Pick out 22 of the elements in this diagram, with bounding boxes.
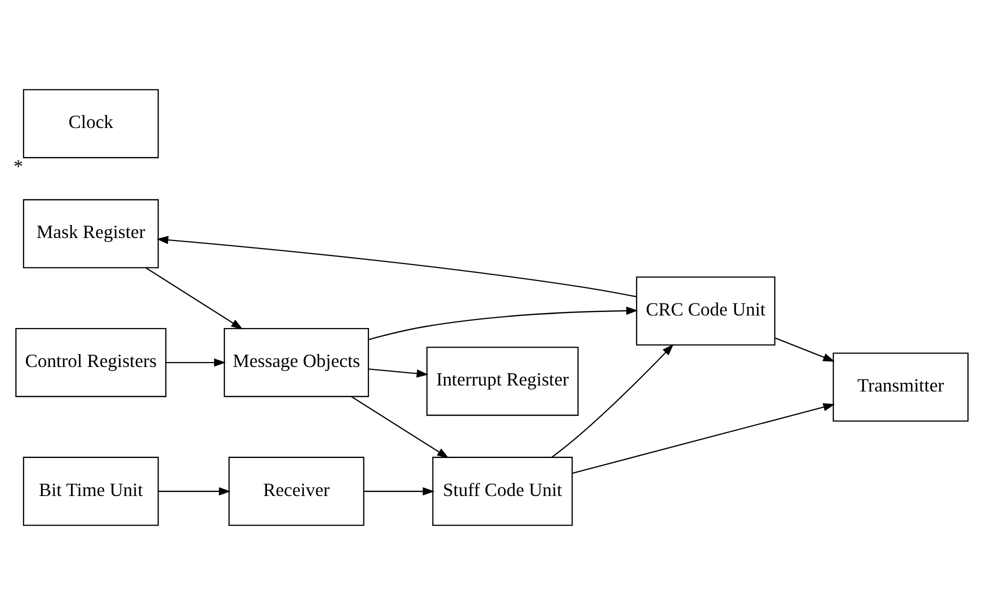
node-box: Bit Time Unit bbox=[22, 456, 159, 526]
node-box: Control Registers bbox=[15, 328, 166, 397]
node-box: Message Objects bbox=[224, 328, 369, 397]
node-box: Mask Register bbox=[22, 198, 159, 268]
arrow bbox=[364, 486, 434, 495]
arrow bbox=[156, 235, 637, 297]
arrow bbox=[146, 266, 243, 329]
arrow bbox=[351, 396, 449, 458]
node-box: Interrupt Register bbox=[426, 346, 579, 416]
arrow bbox=[572, 402, 836, 474]
node-label: * bbox=[14, 156, 23, 178]
arrow bbox=[368, 368, 428, 378]
node-box: CRC Code Unit bbox=[636, 276, 776, 346]
arrow bbox=[775, 337, 835, 362]
arrow bbox=[166, 358, 226, 366]
node-box: Stuff Code Unit bbox=[432, 456, 573, 526]
arrow bbox=[552, 344, 674, 458]
node-box: Clock bbox=[22, 88, 159, 158]
arrow bbox=[368, 306, 638, 340]
node-box: Receiver bbox=[228, 456, 364, 526]
arrow bbox=[158, 486, 231, 495]
node-box: Transmitter bbox=[832, 352, 969, 422]
